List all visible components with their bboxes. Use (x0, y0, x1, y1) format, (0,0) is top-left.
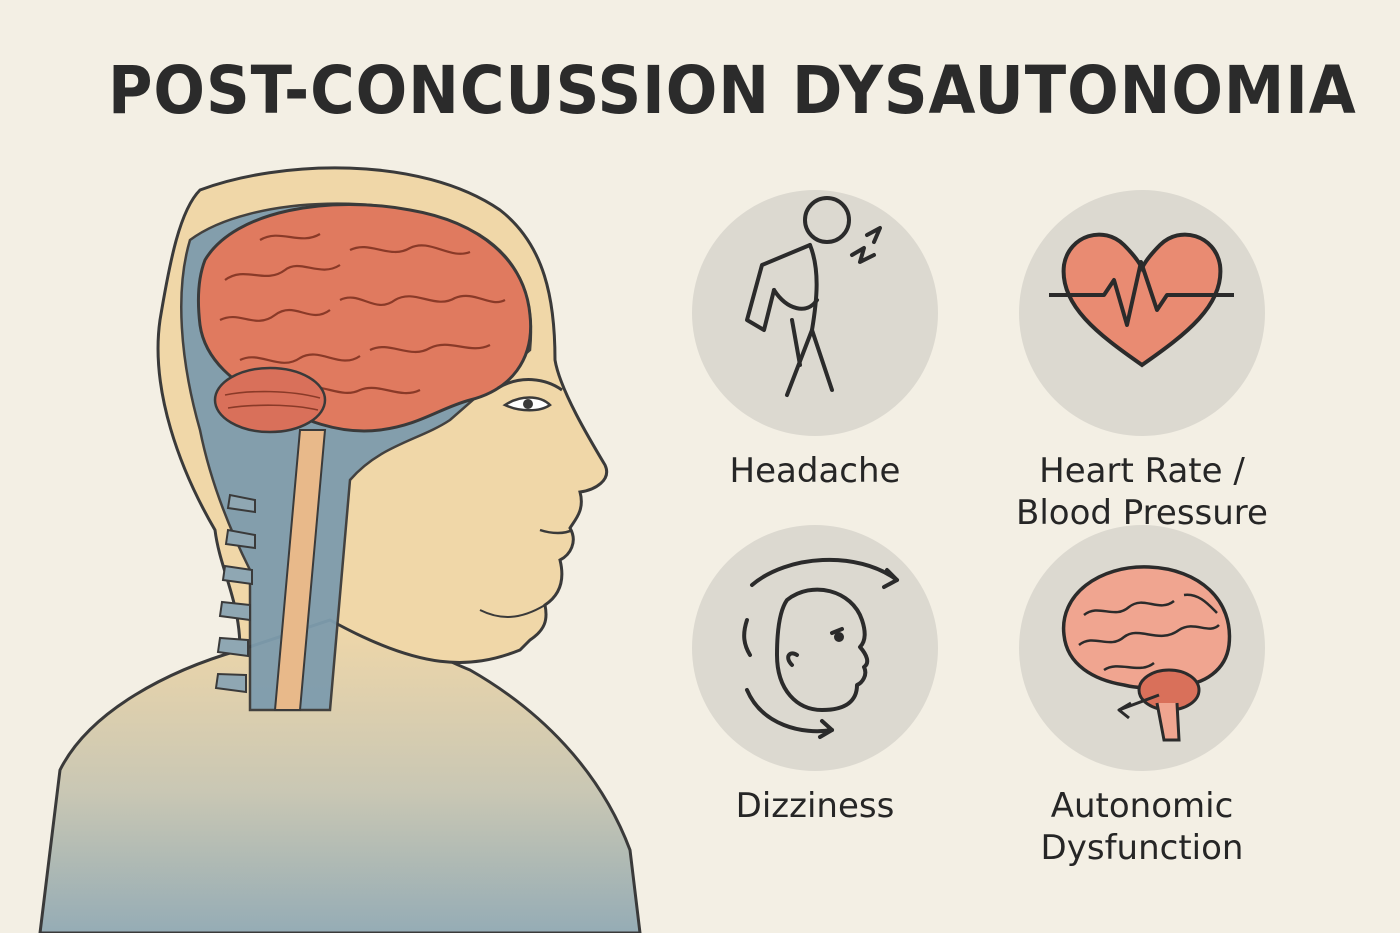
spinal-cord (273, 429, 327, 711)
mouth (539, 528, 573, 535)
head-anatomy-illustration (38, 166, 642, 933)
eyebrow (497, 378, 563, 392)
dizzy-head-icon (742, 557, 899, 739)
symptom-label: Headache (665, 450, 965, 492)
cerebellum-folds (224, 390, 321, 411)
symptom-headache: Headache (665, 190, 965, 492)
symptom-label: Autonomic Dysfunction (992, 785, 1292, 869)
symptom-dizziness: Dizziness (665, 525, 965, 827)
pupil (523, 399, 533, 409)
symptom-label: Heart Rate / Blood Pressure (992, 450, 1292, 534)
brain-arrow-icon (1061, 565, 1232, 742)
heart-ecg-icon (1049, 232, 1234, 368)
torso-shape (38, 618, 642, 933)
symptom-disc (1019, 190, 1265, 436)
label-line: Heart Rate / (1039, 451, 1245, 491)
vertebrae (214, 493, 256, 694)
symptom-disc (692, 525, 938, 771)
symptom-disc (1019, 525, 1265, 771)
label-line: Autonomic (1050, 786, 1234, 826)
cerebellum (213, 366, 327, 434)
page-title: POST-CONCUSSION DYSAUTONOMIA (108, 52, 1357, 129)
symptom-disc (692, 190, 938, 436)
jaw-line (479, 604, 546, 618)
person-headache-icon (745, 196, 882, 397)
symptom-label: Dizziness (665, 785, 965, 827)
label-line: Headache (729, 451, 901, 491)
label-line: Dysfunction (1040, 828, 1244, 868)
symptom-heart-rate: Heart Rate / Blood Pressure (992, 190, 1292, 534)
label-line: Dizziness (735, 786, 895, 826)
brain-gyri (219, 233, 506, 395)
symptom-autonomic-dysfunction: Autonomic Dysfunction (992, 525, 1292, 869)
